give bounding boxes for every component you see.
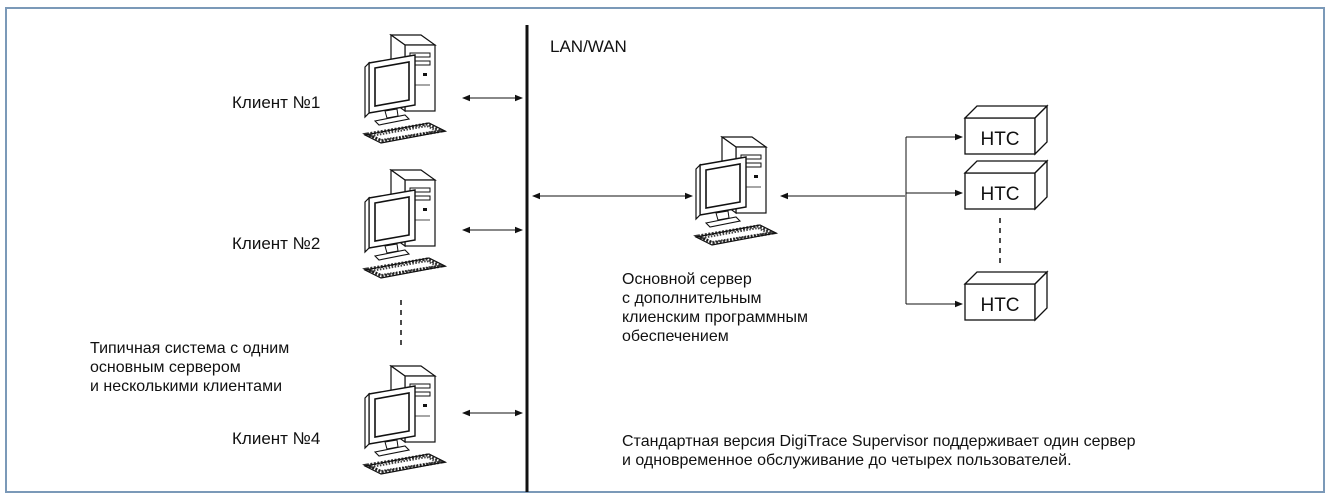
footnote-line: Стандартная версия DigiTrace Supervisor … (622, 433, 1136, 450)
server-caption-line: с дополнительным (622, 290, 762, 307)
footnote: Стандартная версия DigiTrace Supervisor … (622, 432, 1135, 470)
client-4-computer-icon (363, 364, 447, 476)
server-caption: Основной сервер с дополнительным клиенск… (622, 270, 808, 346)
htc-box-3: HTC (964, 271, 1048, 321)
lan-wan-label: LAN/WAN (550, 37, 627, 56)
server-caption-line: Основной сервер (622, 271, 752, 288)
typical-caption: Типичная система с одним основным сервер… (90, 339, 289, 396)
server-caption-line: клиенским программным (622, 309, 808, 326)
htc-label: HTC (980, 129, 1019, 150)
server-computer-icon (694, 135, 778, 247)
typical-caption-line: основным сервером (90, 359, 241, 376)
diagram-frame (5, 7, 1325, 493)
htc-box-2: HTC (964, 160, 1048, 210)
client-4-label: Клиент №4 (232, 429, 321, 448)
client-2-label: Клиент №2 (232, 234, 321, 253)
htc-label: HTC (980, 295, 1019, 316)
server-caption-line: обеспечением (622, 328, 729, 345)
client-2-computer-icon (363, 168, 447, 280)
typical-caption-line: Типичная система с одним (90, 340, 290, 357)
htc-box-1: HTC (964, 105, 1048, 155)
footnote-line: и одновременное обслуживание до четырех … (622, 452, 1072, 469)
typical-caption-line: и несколькими клиентами (90, 378, 283, 395)
client-1-label: Клиент №1 (232, 93, 321, 112)
htc-label: HTC (980, 184, 1019, 205)
client-1-computer-icon (363, 33, 447, 145)
